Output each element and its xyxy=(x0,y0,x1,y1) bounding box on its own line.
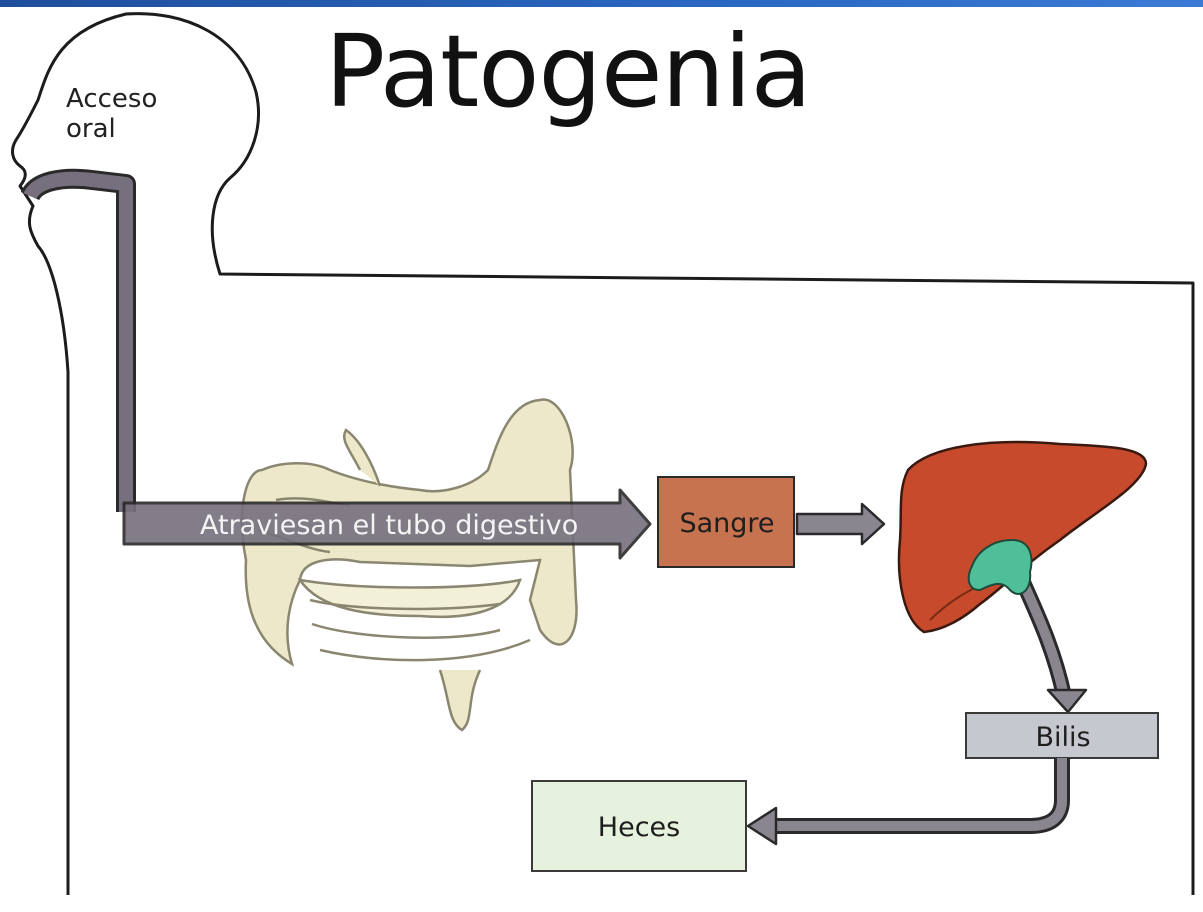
bile-label: Bilis xyxy=(966,722,1160,753)
oral-access-line-2: oral xyxy=(66,114,157,144)
intestine-illustration xyxy=(242,399,577,730)
bile-to-feces-arrow xyxy=(770,758,1062,826)
oral-access-line-1: Acceso xyxy=(66,84,157,114)
feces-label: Heces xyxy=(532,812,746,843)
esophagus-tube xyxy=(30,179,126,512)
blood-to-liver-arrow xyxy=(797,504,884,544)
liver-illustration xyxy=(899,442,1146,632)
oral-access-label: Acceso oral xyxy=(66,84,157,144)
pathway-label: Atraviesan el tubo digestivo xyxy=(200,510,578,541)
blood-label: Sangre xyxy=(658,508,796,539)
